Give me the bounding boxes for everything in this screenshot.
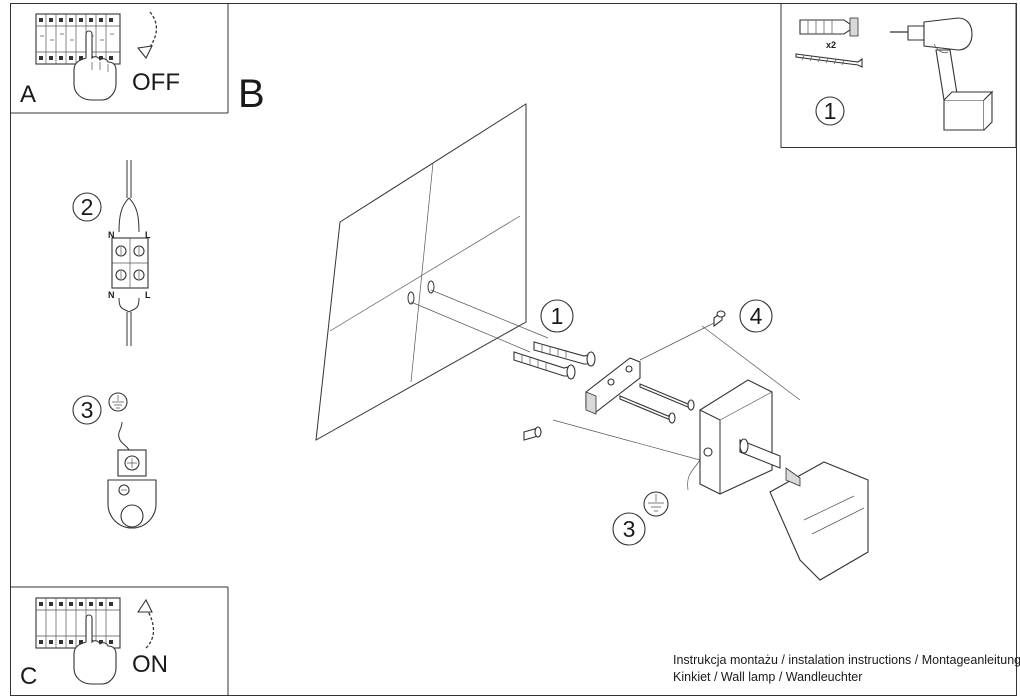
lamp-head	[769, 461, 869, 581]
wall-plate	[315, 103, 527, 441]
tools-step-circle	[815, 96, 845, 126]
lamp-base	[699, 379, 773, 495]
ground-terminal-icon	[107, 449, 157, 529]
main-step-3-number: 3	[623, 516, 636, 542]
wall-plug-1	[533, 341, 596, 367]
panel-c: C ON	[20, 597, 168, 690]
wire-l-top: L	[145, 230, 151, 240]
main-step-1-circle	[540, 299, 574, 333]
lamp-arm	[739, 438, 781, 469]
ground-symbol-icon	[108, 392, 128, 412]
on-label: ON	[132, 651, 168, 678]
main-step-3-circle	[612, 512, 646, 546]
wall-hole-right	[427, 280, 435, 294]
small-screw-left	[523, 426, 542, 441]
step-2-circle	[72, 192, 102, 222]
cable-icon	[118, 160, 140, 346]
wire-n-top: N	[108, 230, 115, 240]
main-ground-symbol-icon	[643, 491, 669, 517]
wire-l-bottom: L	[145, 290, 151, 300]
small-screw-top	[713, 310, 726, 328]
wall-hole-left	[407, 291, 415, 305]
ground-step: 3	[72, 392, 157, 529]
step-3-circle	[72, 395, 102, 425]
page-frame	[10, 3, 1017, 696]
step-3-number: 3	[81, 397, 94, 423]
mounting-bracket	[585, 357, 641, 415]
panel-a: A OFF	[20, 11, 180, 108]
guide-lines	[410, 289, 801, 491]
main-step-4-circle	[739, 299, 773, 333]
tools-panel: x2 1	[795, 17, 994, 131]
hand-switch-icon-c	[73, 614, 117, 685]
plug-quantity: x2	[826, 40, 836, 50]
tools-box	[780, 3, 1017, 148]
footer-line-2: Kinkiet / Wall lamp / Wandleuchter	[673, 670, 862, 684]
hand-switch-icon	[73, 30, 117, 101]
terminal-block-icon	[111, 237, 149, 289]
off-label: OFF	[132, 69, 180, 96]
screw-icon	[795, 53, 863, 68]
step-2-number: 2	[81, 194, 94, 220]
panel-c-letter: C	[20, 663, 37, 690]
wire-n-bottom: N	[108, 290, 115, 300]
wiring-step: 2 N L N L	[72, 160, 151, 346]
breaker-panel-icon-c	[35, 597, 121, 649]
drill-icon	[890, 17, 994, 131]
main-step-1-number: 1	[551, 303, 564, 329]
bracket-screw-2	[619, 395, 676, 424]
breaker-panel-icon	[35, 13, 121, 65]
tools-step-number: 1	[824, 98, 837, 124]
panel-a-letter: A	[20, 81, 36, 108]
wall-plug-icon	[799, 17, 859, 37]
wall-plug-2	[513, 351, 576, 380]
arrow-down-icon	[136, 11, 157, 60]
main-step-4-number: 4	[750, 303, 763, 329]
arrow-up-icon	[136, 598, 155, 649]
footer-line-1: Instrukcja montażu / instalation instruc…	[673, 653, 1020, 667]
bracket-screw-1	[639, 383, 695, 411]
panel-b-letter: B	[238, 72, 265, 116]
